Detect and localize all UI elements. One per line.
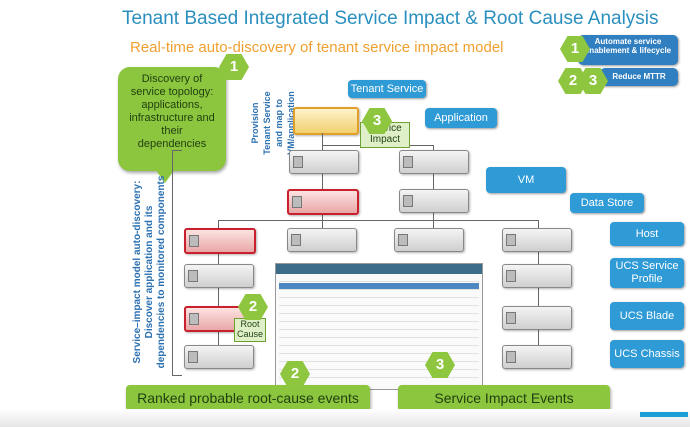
automate-service-label: Automate service enablement & lifecycle [584,37,672,55]
table-row [279,363,479,370]
discovery-callout: Discovery of service topology: applicati… [118,67,226,171]
service-impact-events-callout: Service Impact Events [398,385,610,411]
host-node-1[interactable] [184,228,256,254]
table-row [279,307,479,314]
datastore-node-1[interactable] [287,228,357,252]
connector [322,133,323,151]
connector [218,250,219,265]
badge-3-icon: 3 [578,68,608,94]
connector [433,145,434,151]
data-store-label: Data Store [570,193,644,213]
ucs-service-profile-label: UCS Service Profile [610,258,684,288]
page-title: Tenant Based Integrated Service Impact &… [122,8,659,29]
datastore-node-2[interactable] [394,228,464,252]
connector [538,287,539,307]
connector [218,220,219,229]
badge-2-bottom-icon: 2 [280,361,310,387]
connector [218,220,538,221]
reduce-mttr-label: Reduce MTTR [612,72,666,81]
connector [433,172,434,190]
table-row [279,291,479,298]
table-row [279,339,479,346]
reduce-mttr-pill: Reduce MTTR [600,68,678,86]
table-row [279,315,479,322]
host-label: Host [610,222,684,246]
footer-bar [0,409,690,427]
vm-label: VM [486,167,566,193]
blade-node-2[interactable] [502,306,572,330]
ucs-chassis-label: UCS Chassis [610,340,684,368]
tenant-service-node[interactable] [293,107,359,135]
app-node-1[interactable] [287,189,359,215]
ranked-root-cause-callout: Ranked probable root-cause events [126,385,370,411]
app-node-2[interactable] [399,189,469,213]
table-row [279,331,479,338]
callout-pointer [155,169,175,183]
connector [218,329,219,346]
service-profile-node-2[interactable] [502,264,572,288]
page-subtitle: Real-time auto-discovery of tenant servi… [130,39,504,56]
vm-node-2[interactable] [399,150,469,174]
badge-2-root-icon: 2 [238,294,268,320]
connector [538,250,539,265]
chassis-node-2[interactable] [502,345,572,369]
vm-node-1[interactable] [289,150,359,174]
table-row [279,323,479,330]
bracket-line [172,150,173,375]
tenant-service-label: Tenant Service [348,80,426,98]
ucs-blade-label: UCS Blade [610,302,684,330]
connector [218,287,219,307]
footer-accent [640,412,688,417]
discovery-text: Discovery of service topology: applicati… [129,73,215,150]
connector [538,329,539,346]
badge-3-bottom-icon: 3 [425,352,455,378]
table-row [279,371,479,378]
service-profile-node-1[interactable] [184,264,254,288]
chassis-node-1[interactable] [184,345,254,369]
table-row [279,355,479,362]
automate-service-pill: Automate service enablement & lifecycle [578,35,678,65]
host-node-2[interactable] [502,228,572,252]
root-cause-tag: Root Cause [234,318,266,342]
events-panel-header [276,264,482,274]
service-impact-vertical-text: Service–impact model auto-discovery: Dis… [132,175,167,369]
table-row [279,347,479,354]
connector [538,220,539,229]
bracket-top [172,150,182,151]
application-label: Application [425,108,497,128]
bracket-bottom [172,375,182,376]
table-row-selected[interactable] [279,283,479,290]
table-row [279,275,479,282]
table-row [279,299,479,306]
connector [322,172,323,190]
